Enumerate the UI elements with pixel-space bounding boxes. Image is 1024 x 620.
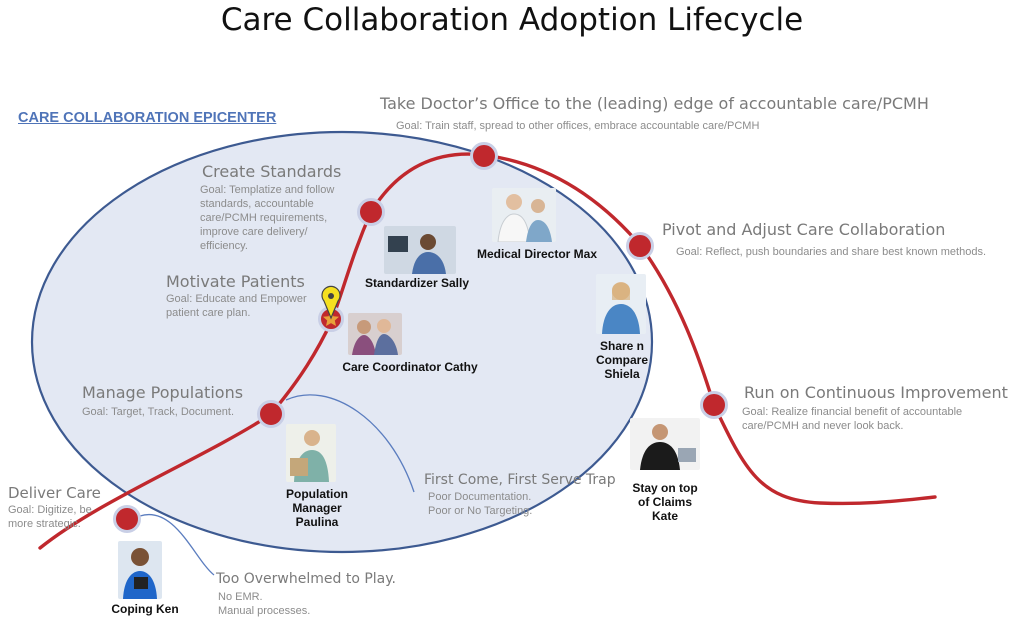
trap-line-manual-processes: Manual processes. xyxy=(218,605,311,617)
photo-share-compare-shiela xyxy=(596,274,646,334)
photo-population-paulina xyxy=(286,424,336,482)
persona-share-compare-shiela: Share n Compare Shiela xyxy=(595,339,648,381)
epicenter-label[interactable]: CARE COLLABORATION EPICENTER xyxy=(18,110,277,126)
stage-title-motivate-patients: Motivate Patients xyxy=(166,272,305,291)
trap-title-overwhelmed: Too Overwhelmed to Play. xyxy=(216,571,396,587)
node-create-standards[interactable] xyxy=(357,198,385,226)
node-deliver-care[interactable] xyxy=(113,505,141,533)
photo-care-coordinator-cathy xyxy=(348,313,402,355)
location-pin-icon xyxy=(321,285,341,320)
photo-medical-director-max xyxy=(492,188,556,242)
stage-title-pivot-adjust: Pivot and Adjust Care Collaboration xyxy=(662,220,946,239)
node-continuous-improvement[interactable] xyxy=(700,391,728,419)
photo-standardizer-sally xyxy=(384,226,456,274)
stage-title-continuous-improvement: Run on Continuous Improvement xyxy=(744,383,1008,402)
stage-title-deliver-care: Deliver Care xyxy=(8,484,101,502)
page-title: Care Collaboration Adoption Lifecycle xyxy=(220,2,804,38)
trap-line-poor-targeting: Poor or No Targeting. xyxy=(428,505,533,517)
trap-line-overwhelmed xyxy=(139,513,215,576)
stage-goal-pivot-adjust: Goal: Reflect, push boundaries and share… xyxy=(676,246,987,258)
photo-coping-ken xyxy=(118,541,162,599)
trap-line-first-come xyxy=(285,394,415,493)
stage-title-manage-populations: Manage Populations xyxy=(82,383,244,402)
stage-goal-create-standards: Goal: Templatize and follow standards, a… xyxy=(200,184,335,252)
persona-population-paulina: Population Manager Paulina xyxy=(286,487,348,529)
stage-title-create-standards: Create Standards xyxy=(202,162,342,181)
node-manage-populations[interactable] xyxy=(257,400,285,428)
trap-title-first-come: First Come, First Serve Trap xyxy=(424,472,616,488)
trap-line-poor-documentation: Poor Documentation. xyxy=(428,491,532,503)
stage-goal-manage-populations: Goal: Target, Track, Document. xyxy=(82,406,235,418)
photo-claims-kate xyxy=(630,418,700,470)
node-pivot-adjust[interactable] xyxy=(626,232,654,260)
stage-goal-deliver-care: Goal: Digitize, be more strategic. xyxy=(8,504,92,530)
persona-medical-director-max: Medical Director Max xyxy=(476,247,598,261)
persona-coping-ken: Coping Ken xyxy=(111,602,179,616)
persona-claims-kate: Stay on top of Claims Kate xyxy=(632,481,698,523)
trap-line-no-emr: No EMR. xyxy=(218,591,263,603)
stage-goal-motivate-patients: Goal: Educate and Empower patient care p… xyxy=(166,293,307,319)
persona-standardizer-sally: Standardizer Sally xyxy=(364,276,470,290)
stage-title-doctor-office: Take Doctor’s Office to the (leading) ed… xyxy=(380,94,929,113)
node-doctor-office[interactable] xyxy=(470,142,498,170)
stage-goal-continuous-improvement: Goal: Realize financial benefit of accou… xyxy=(742,406,963,432)
stage-goal-doctor-office: Goal: Train staff, spread to other offic… xyxy=(396,120,760,132)
persona-care-coordinator-cathy: Care Coordinator Cathy xyxy=(342,360,478,374)
